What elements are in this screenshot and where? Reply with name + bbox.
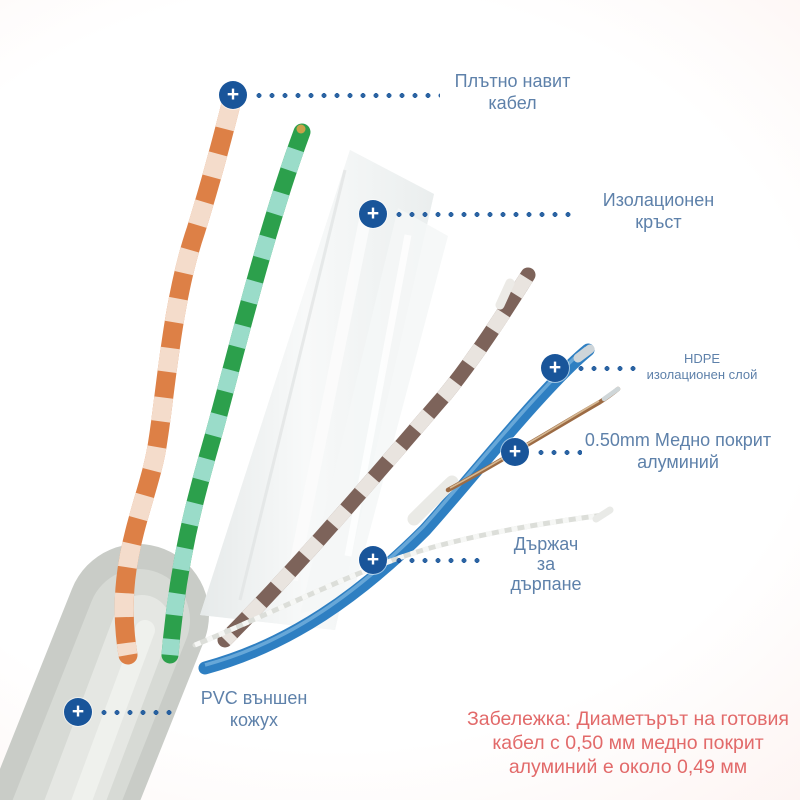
diameter-note: Забележка: Диаметърът на готовия кабел с… (448, 707, 800, 779)
plus-icon: + (508, 439, 522, 463)
copper-highlight (449, 400, 600, 489)
hotspot-ripcord[interactable]: + (359, 546, 387, 574)
label-line: за (536, 554, 556, 574)
note-line: алуминий е около 0,49 мм (508, 756, 748, 778)
orange-pair (114, 90, 242, 665)
brown-pair-white-tip (495, 278, 515, 310)
label-pvc-jacket: PVC външен кожух (179, 687, 329, 731)
blue-wire (198, 343, 595, 675)
leader-hdpe-layer (574, 365, 636, 372)
hotspot-insulation-cross[interactable]: + (359, 200, 387, 228)
leader-insulation-cross (392, 211, 576, 218)
plus-icon: + (226, 82, 240, 106)
label-line: кабел (488, 93, 537, 113)
leader-ripcord (392, 557, 484, 564)
label-hdpe-layer: HDPE изолационен слой (626, 351, 778, 383)
film-streak-1 (286, 203, 374, 582)
plus-icon: + (548, 355, 562, 379)
brown-white-wire (219, 270, 535, 646)
blue-insulation (198, 343, 595, 675)
label-ripcord: Държач за дърпане (492, 534, 600, 594)
label-line: HDPE (683, 351, 721, 366)
hotspot-hdpe-layer[interactable]: + (541, 354, 569, 382)
label-tight-twist: Плътно навит кабел (425, 70, 600, 114)
plus-icon: + (366, 547, 380, 571)
label-line: 0.50mm Медно покрит (584, 430, 772, 450)
film-sheen (200, 150, 434, 630)
blue-highlight (204, 346, 588, 667)
label-line: кръст (635, 212, 682, 232)
brown-pair (217, 267, 536, 648)
copper-conductor (445, 386, 621, 493)
ripcord-frayed-tip (592, 506, 614, 523)
plus-icon: + (366, 201, 380, 225)
leader-pvc-jacket (97, 709, 179, 716)
label-line: PVC външен (200, 688, 308, 708)
label-line: Плътно навит (454, 71, 571, 91)
orange-white-wire (114, 97, 242, 657)
copper-tip (601, 386, 621, 402)
note-line: кабел с 0,50 мм медно покрит (492, 732, 764, 754)
leader-copper-clad (534, 449, 582, 456)
leader-tight-twist (252, 92, 440, 99)
label-line: дърпане (510, 574, 582, 594)
hotspot-copper-clad[interactable]: + (501, 438, 529, 466)
hotspot-pvc-jacket[interactable]: + (64, 698, 92, 726)
label-copper-clad: 0.50mm Медно покрит алуминий (580, 429, 776, 473)
label-line: Изолационен (602, 190, 715, 210)
green-pair (161, 123, 311, 664)
label-insulation-cross: Изолационен кръст (571, 189, 746, 233)
ripcord-twist (194, 512, 605, 648)
film-edge (238, 169, 347, 601)
plus-icon: + (71, 699, 85, 723)
label-line: алуминий (637, 452, 719, 472)
green-pair-conductor-tip (296, 124, 306, 134)
label-line: Държач (513, 534, 579, 554)
label-line: кожух (229, 710, 279, 730)
note-line: Забележка: Диаметърът на готовия (466, 708, 789, 730)
hotspot-tight-twist[interactable]: + (219, 81, 247, 109)
green-white-wire (161, 129, 310, 656)
label-line: изолационен слой (646, 367, 758, 382)
blue-wire-tip (573, 344, 595, 363)
ripcord (192, 506, 614, 648)
stripped-sleeve (407, 475, 459, 526)
